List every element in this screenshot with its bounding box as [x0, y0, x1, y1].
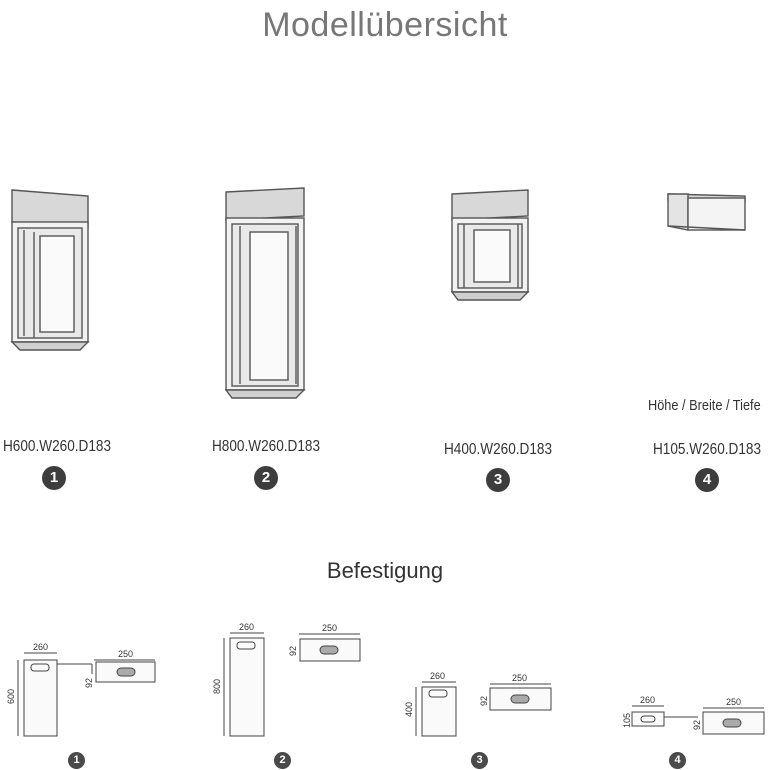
lamp-2-drawing	[224, 187, 306, 399]
page-title: Modellübersicht	[262, 6, 508, 44]
model-3-dimensions: H400.W260.D183	[443, 441, 553, 458]
lamp-4-drawing	[667, 193, 746, 231]
model-4-dimensions: H105.W260.D183	[652, 441, 762, 458]
mount-3-badge: 3	[471, 752, 488, 769]
model-2-badge: 2	[254, 466, 278, 490]
lamp-1-drawing	[10, 189, 90, 351]
svg-text:260: 260	[640, 695, 655, 705]
svg-text:92: 92	[84, 678, 94, 688]
mount-diagram-2: 260 800 250 92	[212, 622, 361, 737]
svg-text:260: 260	[239, 622, 254, 632]
mount-1-badge: 1	[68, 752, 85, 769]
svg-text:92: 92	[288, 646, 298, 656]
mount-2-badge: 2	[274, 752, 291, 769]
svg-text:250: 250	[322, 623, 337, 633]
mount-diagram-3: 260 400 250 92	[404, 671, 552, 737]
model-4-badge: 4	[695, 468, 719, 492]
svg-text:105: 105	[622, 713, 632, 728]
svg-text:260: 260	[33, 642, 48, 652]
svg-text:600: 600	[6, 689, 16, 704]
lamp-3-drawing	[450, 189, 530, 301]
svg-text:800: 800	[212, 679, 222, 694]
svg-text:250: 250	[512, 673, 527, 683]
model-1-badge: 1	[42, 466, 66, 490]
mounting-diagrams: 260 600 250 92 260 800 250 92	[6, 622, 765, 737]
svg-text:250: 250	[118, 649, 133, 659]
model-1-dimensions: H600.W260.D183	[2, 438, 112, 455]
mount-diagram-4: 260 105 250 92	[622, 695, 765, 735]
svg-text:92: 92	[479, 696, 489, 706]
mount-4-badge: 4	[669, 752, 686, 769]
model-3-badge: 3	[486, 468, 510, 492]
svg-text:260: 260	[430, 671, 445, 681]
model-2-dimensions: H800.W260.D183	[211, 438, 321, 455]
lamp-illustrations	[10, 187, 746, 399]
mount-diagram-1: 260 600 250 92	[6, 642, 156, 737]
svg-text:250: 250	[726, 697, 741, 707]
section-title: Befestigung	[326, 558, 444, 583]
dimension-legend: Höhe / Breite / Tiefe	[648, 397, 761, 414]
svg-text:400: 400	[404, 702, 414, 717]
svg-text:92: 92	[692, 720, 702, 730]
